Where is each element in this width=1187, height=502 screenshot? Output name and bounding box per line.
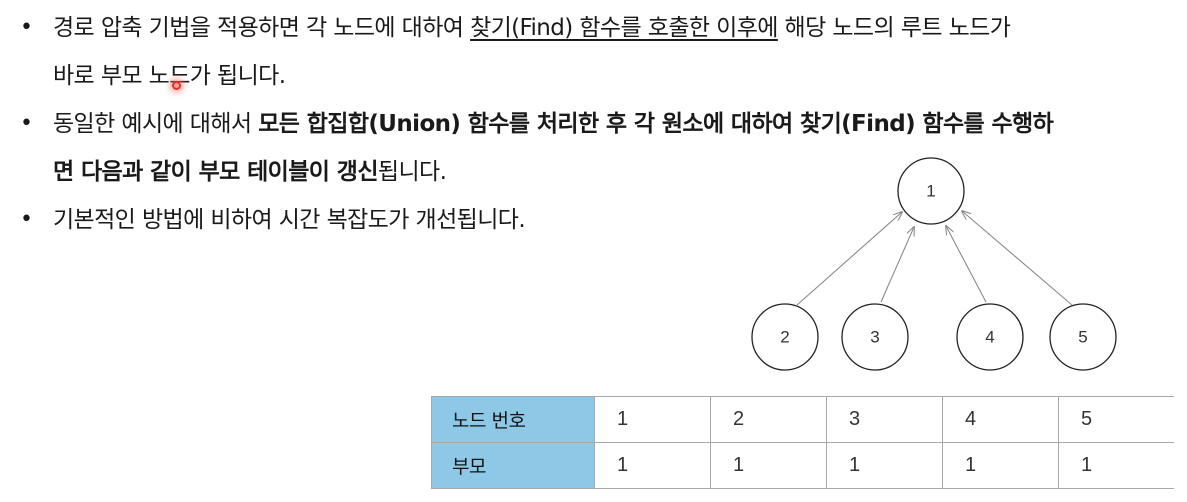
table-row-node-numbers: 노드 번호 1 2 3 4 5 [431,396,1174,443]
node-label: 4 [985,328,994,347]
table-cell: 5 [1058,396,1174,443]
bullet-1-underlined-text: 찾기(Find) 함수를 호출한 이후에 [470,15,778,41]
table-cell: 1 [710,442,827,489]
tree-node-child: 3 [841,303,909,371]
tree-node-child: 2 [751,303,819,371]
header-cell-node-number: 노드 번호 [431,396,595,443]
bullet-2-text-post: 됩니다. [377,159,447,185]
bullet-1-text-pre: 경로 압축 기법을 적용하면 각 노드에 대하여 [53,15,471,41]
edge-5-to-1 [962,211,1073,306]
bullet-list: • 경로 압축 기법을 적용하면 각 노드에 대하여 찾기(Find) 함수를 … [20,4,1180,244]
edge-2-to-1 [796,212,902,306]
bullet-1-line2: 바로 부모 노드가 됩니다. [53,63,286,89]
bullet-1-text-post: 해당 노드의 루트 노드가 [777,15,1011,41]
tree-node-root: 1 [897,157,965,225]
edge-3-to-1 [880,227,914,303]
node-label: 2 [780,328,789,347]
bullet-dot: • [20,15,33,40]
bullet-dot: • [20,207,33,232]
bullet-2-text-pre: 동일한 예시에 대해서 [53,111,259,137]
table-cell: 1 [594,396,711,443]
header-cell-parent: 부모 [431,442,595,489]
node-label: 5 [1078,328,1087,347]
table-cell: 1 [942,442,1059,489]
node-label: 3 [870,328,879,347]
bullet-text-2: 동일한 예시에 대해서 모든 합집합(Union) 함수를 처리한 후 각 원소… [53,100,1180,196]
parent-table: 노드 번호 1 2 3 4 5 부모 1 1 1 1 1 [431,396,1174,489]
table-cell: 4 [942,396,1059,443]
bullet-text-1: 경로 압축 기법을 적용하면 각 노드에 대하여 찾기(Find) 함수를 호출… [53,4,1180,100]
edge-4-to-1 [946,226,987,303]
table-cell: 1 [1058,442,1174,489]
bullet-item-2: • 동일한 예시에 대해서 모든 합집합(Union) 함수를 처리한 후 각 … [20,100,1180,196]
table-row-parents: 부모 1 1 1 1 1 [431,442,1174,489]
bullet-dot: • [20,111,33,136]
laser-pointer-cursor [172,81,181,90]
table-cell: 2 [710,396,827,443]
bullet-2-bold-text-line2: 면 다음과 같이 부모 테이블이 갱신 [53,159,378,185]
node-label: 1 [926,182,935,201]
table-cell: 3 [826,396,943,443]
bullet-item-3: • 기본적인 방법에 비하여 시간 복잡도가 개선됩니다. [20,196,1180,244]
bullet-2-bold-text: 모든 합집합(Union) 함수를 처리한 후 각 원소에 대하여 찾기(Fin… [258,111,1054,137]
table-cell: 1 [826,442,943,489]
bullet-item-1: • 경로 압축 기법을 적용하면 각 노드에 대하여 찾기(Find) 함수를 … [20,4,1180,100]
table-cell: 1 [594,442,711,489]
tree-node-child: 4 [956,303,1024,371]
bullet-text-3: 기본적인 방법에 비하여 시간 복잡도가 개선됩니다. [53,207,526,233]
tree-node-child: 5 [1049,303,1117,371]
